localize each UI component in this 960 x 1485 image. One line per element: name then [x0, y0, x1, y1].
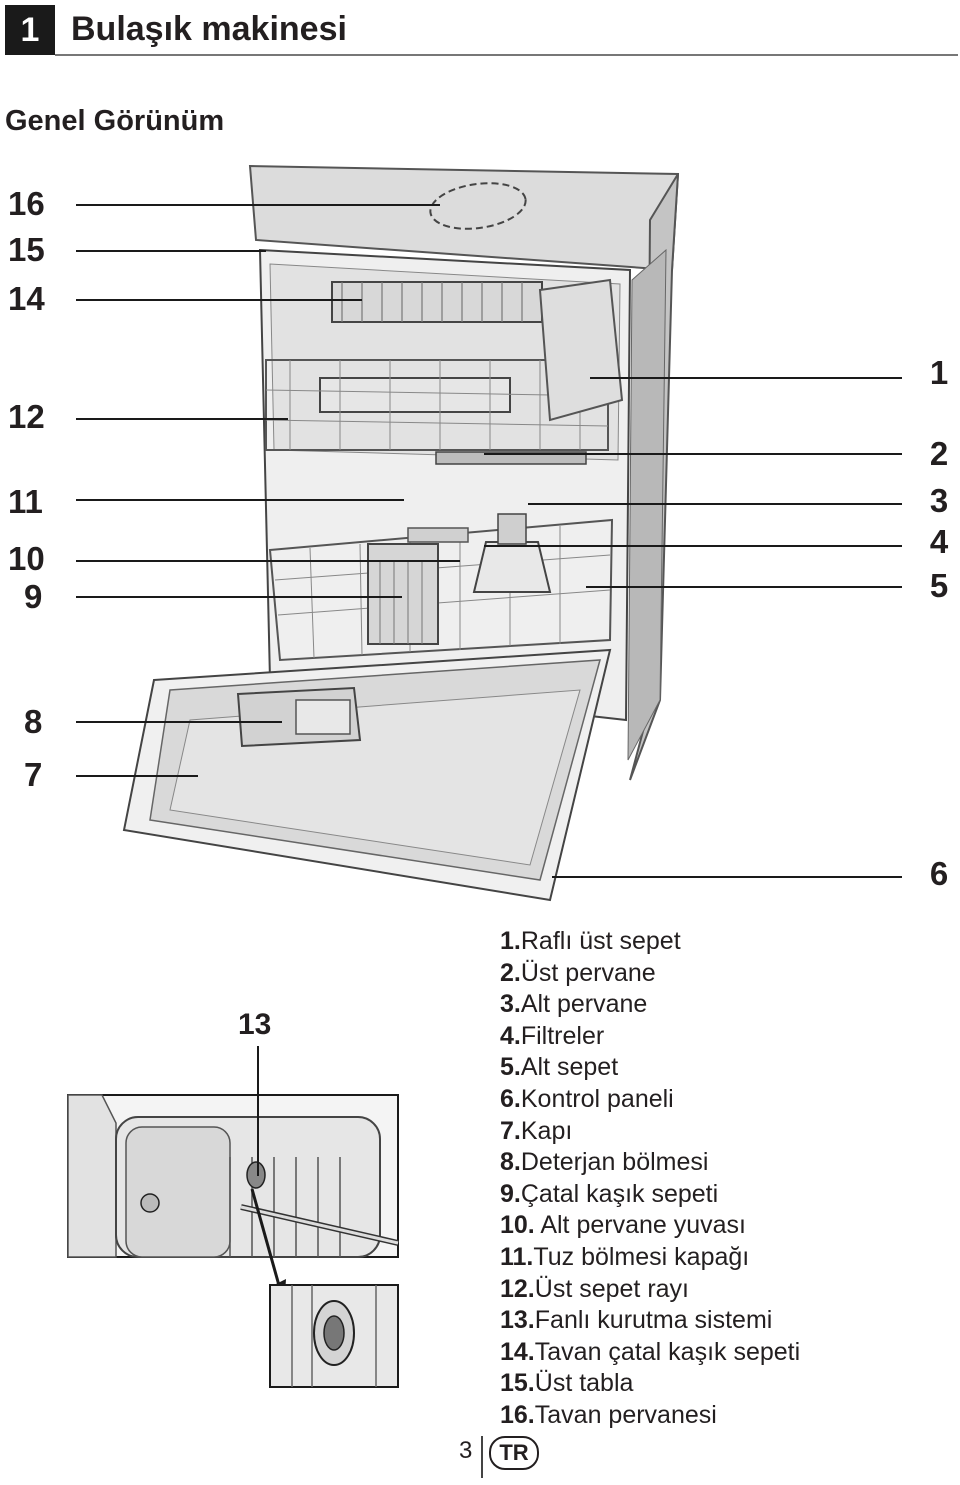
- part-number: 4.: [500, 1021, 521, 1050]
- part-label: Deterjan bölmesi: [520, 1148, 709, 1177]
- callout-16: 16: [8, 185, 45, 222]
- fan-drying-inset: [67, 1094, 399, 1388]
- leader-line-2: [484, 453, 902, 455]
- leader-line-15: [76, 250, 266, 252]
- language-badge: TR: [489, 1436, 539, 1470]
- callout-6: 6: [929, 855, 949, 892]
- part-label: Tavan çatal kaşık sepeti: [534, 1337, 801, 1366]
- parts-list-item: 4.Filtreler: [500, 1021, 800, 1053]
- leader-line-14: [76, 299, 362, 301]
- callout-15: 15: [8, 231, 45, 268]
- leader-line-8: [76, 721, 282, 723]
- part-number: 7.: [500, 1116, 521, 1145]
- part-number: 15.: [500, 1369, 535, 1398]
- parts-list-item: 13.Fanlı kurutma sistemi: [500, 1305, 800, 1337]
- part-label: Üst tabla: [534, 1369, 634, 1398]
- leader-line-13: [257, 1046, 259, 1176]
- parts-list-item: 9.Çatal kaşık sepeti: [500, 1179, 800, 1211]
- callout-14: 14: [8, 280, 45, 317]
- parts-list-item: 1.Raflı üst sepet: [500, 926, 800, 958]
- callout-4: 4: [929, 523, 949, 560]
- parts-list: 1.Raflı üst sepet 2.Üst pervane 3.Alt pe…: [500, 926, 800, 1432]
- part-label: Üst sepet rayı: [534, 1274, 689, 1303]
- part-number: 8.: [500, 1148, 521, 1177]
- part-number: 3.: [500, 990, 521, 1019]
- part-number: 1.: [500, 927, 521, 955]
- part-number: 12.: [500, 1274, 535, 1303]
- parts-list-item: 5.Alt sepet: [500, 1052, 800, 1084]
- part-number: 11.: [500, 1242, 534, 1271]
- leader-line-16: [76, 204, 440, 206]
- leader-line-1: [590, 377, 902, 379]
- parts-list-item: 3.Alt pervane: [500, 989, 800, 1021]
- leader-line-11: [76, 499, 404, 501]
- part-label: Kapı: [520, 1116, 573, 1145]
- callout-8: 8: [24, 703, 43, 740]
- header-rule: [55, 54, 958, 56]
- leader-line-9: [76, 596, 402, 598]
- parts-list-item: 8.Deterjan bölmesi: [500, 1147, 800, 1179]
- parts-list-item: 12.Üst sepet rayı: [500, 1274, 800, 1306]
- parts-list-item: 7.Kapı: [500, 1116, 800, 1148]
- callout-7: 7: [24, 756, 43, 793]
- callout-3: 3: [929, 482, 949, 519]
- part-number: 13.: [500, 1306, 535, 1335]
- part-label: Üst pervane: [520, 958, 656, 987]
- part-number: 6.: [500, 1084, 521, 1113]
- parts-list-item: 16.Tavan pervanesi: [500, 1400, 800, 1432]
- callout-1: 1: [929, 354, 949, 391]
- part-number: 2.: [500, 958, 521, 987]
- part-label: Alt pervane yuvası: [534, 1211, 746, 1240]
- parts-list-item: 11.Tuz bölmesi kapağı: [500, 1242, 800, 1274]
- part-label: Kontrol paneli: [520, 1084, 674, 1113]
- leader-line-10: [76, 560, 460, 562]
- parts-list-item: 15.Üst tabla: [500, 1368, 800, 1400]
- part-label: Çatal kaşık sepeti: [520, 1179, 719, 1208]
- parts-list-item: 10. Alt pervane yuvası: [500, 1210, 800, 1242]
- footer-divider: [481, 1436, 483, 1478]
- part-label: Raflı üst sepet: [520, 927, 681, 955]
- callout-2: 2: [929, 435, 949, 472]
- part-label: Tuz bölmesi kapağı: [533, 1242, 750, 1271]
- chapter-number-box: 1: [5, 5, 55, 55]
- part-number: 10.: [500, 1211, 535, 1240]
- leader-line-7: [76, 775, 198, 777]
- parts-list-item: 6.Kontrol paneli: [500, 1084, 800, 1116]
- part-label: Fanlı kurutma sistemi: [534, 1306, 773, 1335]
- dishwasher-illustration: [122, 164, 680, 902]
- parts-list-item: 2.Üst pervane: [500, 958, 800, 990]
- leader-line-12: [76, 418, 288, 420]
- part-number: 5.: [500, 1053, 521, 1082]
- part-label: Tavan pervanesi: [534, 1400, 717, 1429]
- callout-11: 11: [8, 483, 43, 520]
- page-number: 3: [459, 1437, 473, 1464]
- part-label: Alt sepet: [520, 1053, 619, 1082]
- part-label: Filtreler: [520, 1021, 605, 1050]
- chapter-title: Bulaşık makinesi: [71, 10, 347, 48]
- leader-line-6: [552, 876, 902, 878]
- callout-9: 9: [24, 578, 43, 615]
- part-number: 14.: [500, 1337, 535, 1366]
- callout-5: 5: [929, 567, 949, 604]
- section-subtitle: Genel Görünüm: [5, 105, 225, 137]
- leader-line-5: [586, 586, 902, 588]
- part-number: 16.: [500, 1400, 535, 1429]
- callout-13: 13: [238, 1008, 272, 1041]
- leader-line-3: [528, 503, 902, 505]
- leader-line-4: [484, 545, 902, 547]
- callout-12: 12: [8, 398, 45, 435]
- callout-10: 10: [8, 540, 45, 577]
- part-label: Alt pervane: [520, 990, 648, 1019]
- part-number: 9.: [500, 1179, 521, 1208]
- parts-list-item: 14.Tavan çatal kaşık sepeti: [500, 1337, 800, 1369]
